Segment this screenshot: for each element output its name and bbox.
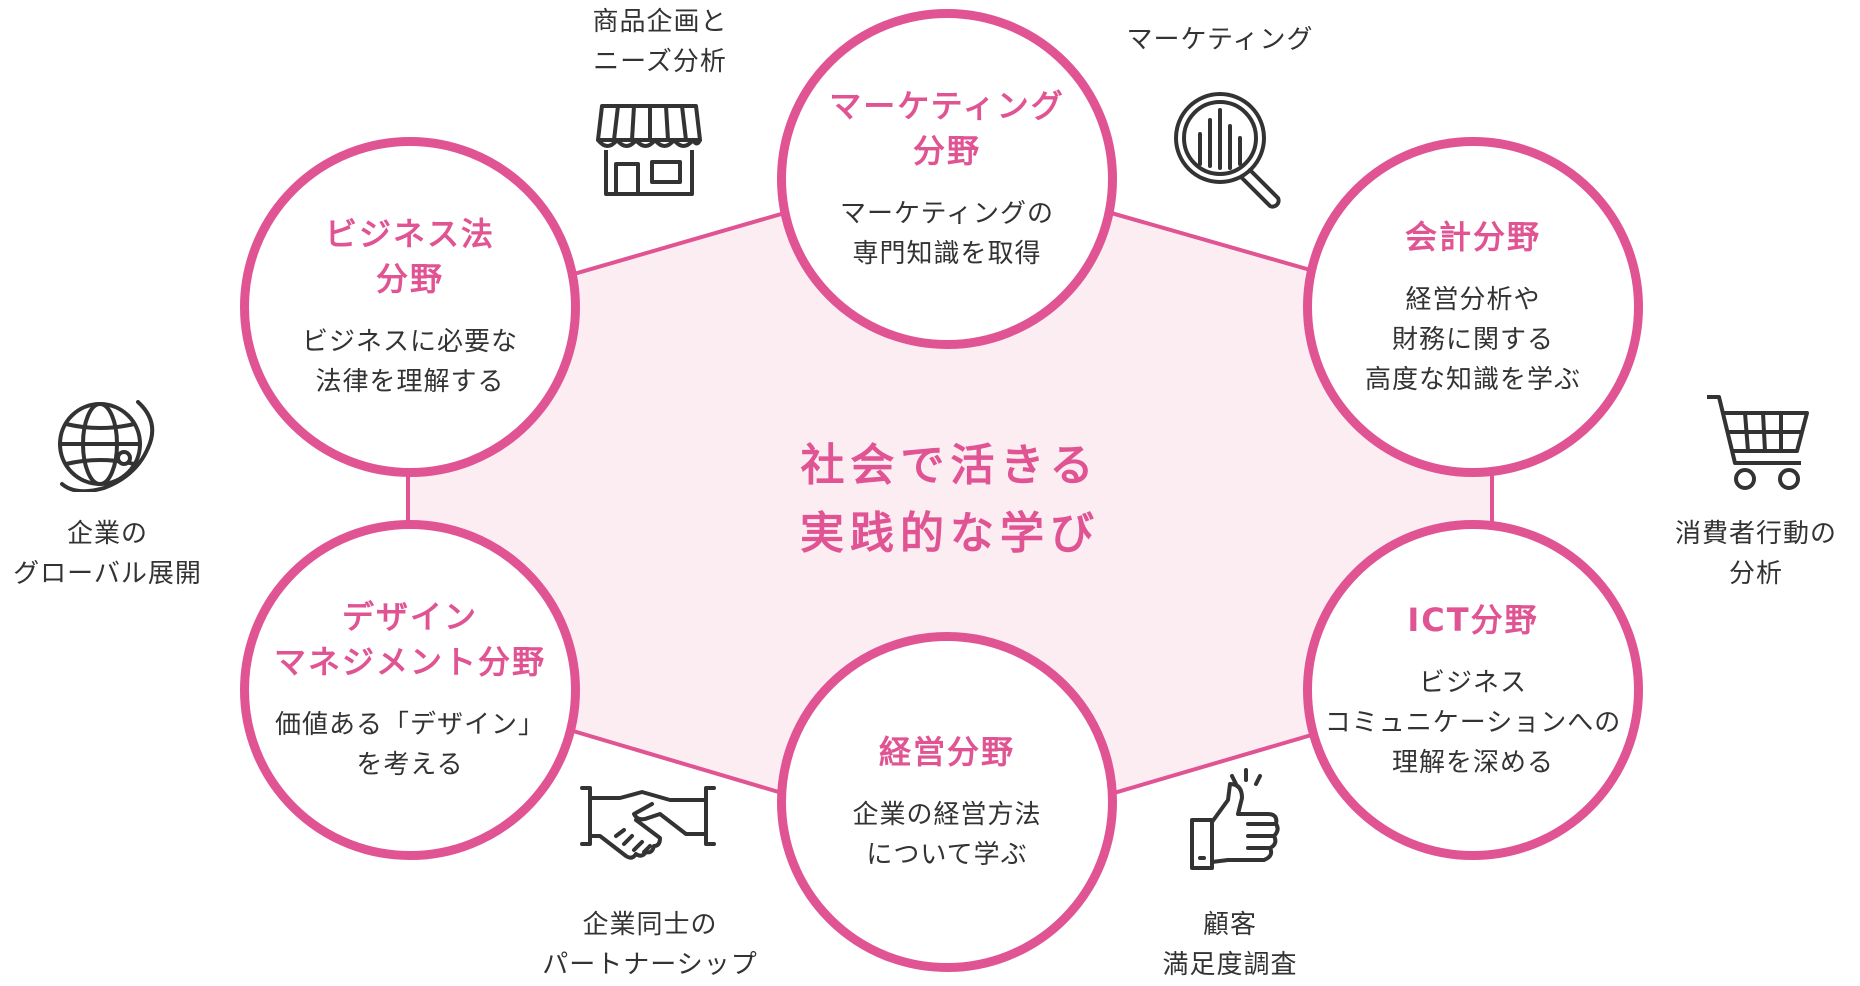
field-desc-marketing: マーケティングの 専門知識を取得: [840, 199, 1054, 269]
topic-label-customer: 顧客 満足度調査: [1162, 910, 1298, 980]
field-circle-design: デザイン マネジメント分野 価値ある「デザイン」 を考える: [240, 520, 580, 860]
center-message: 社会で活きる 実践的な学び: [800, 440, 1100, 559]
handshake-icon: [580, 786, 716, 860]
field-title-marketing: マーケティング 分野: [829, 87, 1065, 170]
field-desc-law: ビジネスに必要な 法律を理解する: [301, 327, 518, 397]
topic-label-global: 企業の グローバル展開: [13, 519, 202, 589]
topic-label-product: 商品企画と ニーズ分析: [592, 7, 728, 77]
field-title-law: ビジネス法 分野: [324, 215, 495, 298]
field-title-ict: ICT分野: [1407, 600, 1539, 639]
field-desc-ict: ビジネス コミュニケーションへの 理解を深める: [1324, 667, 1622, 778]
field-title-accounting: 会計分野: [1404, 217, 1541, 256]
field-desc-accounting: 経営分析や 財務に関する 高度な知識を学ぶ: [1364, 284, 1581, 395]
storefront-icon: [596, 104, 702, 196]
field-circle-accounting: 会計分野 経営分析や 財務に関する 高度な知識を学ぶ: [1303, 137, 1643, 477]
topic-label-consumer: 消費者行動の 分析: [1674, 519, 1837, 589]
field-circle-law: ビジネス法 分野 ビジネスに必要な 法律を理解する: [240, 137, 580, 477]
thumbs-up-icon: [1190, 768, 1280, 870]
field-circle-ict: ICT分野 ビジネス コミュニケーションへの 理解を深める: [1303, 520, 1643, 860]
field-title-design: デザイン マネジメント分野: [273, 598, 546, 681]
field-circle-marketing: マーケティング 分野 マーケティングの 専門知識を取得: [777, 9, 1117, 349]
globe-icon: [58, 400, 155, 492]
field-desc-management: 企業の経営方法 について学ぶ: [852, 799, 1042, 870]
field-circle-management: 経営分野 企業の経営方法 について学ぶ: [777, 632, 1117, 972]
topic-label-partnership: 企業同士の パートナーシップ: [542, 910, 758, 980]
topic-label-marketing: マーケティング: [1126, 25, 1314, 55]
field-title-management: 経営分野: [878, 732, 1015, 771]
shopping-cart-icon: [1707, 395, 1809, 490]
field-desc-design: 価値ある「デザイン」 を考える: [274, 710, 545, 780]
magnifier-chart-icon: [1174, 92, 1281, 209]
